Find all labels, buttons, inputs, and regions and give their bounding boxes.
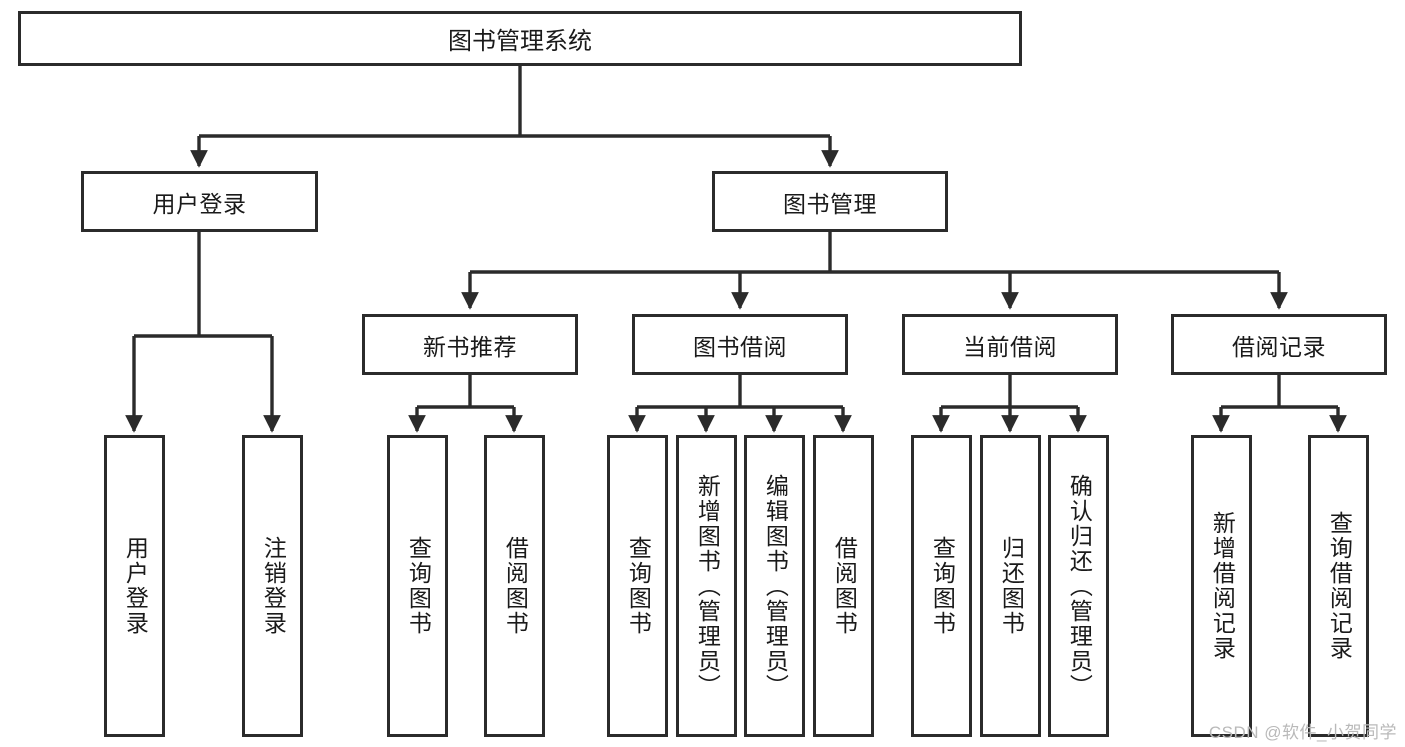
node-label: 借阅图书: [831, 536, 858, 636]
leaf-user-login[interactable]: 用户登录: [104, 435, 165, 737]
node-label: 当前借阅: [963, 333, 1057, 360]
node-user-login[interactable]: 用户登录: [81, 171, 318, 232]
leaf-query-borrow-record[interactable]: 查询借阅记录: [1308, 435, 1369, 737]
node-label: 归还图书: [998, 536, 1025, 636]
leaf-borrow-book[interactable]: 借阅图书: [813, 435, 874, 737]
node-label: 编辑图书（管理员）: [762, 473, 789, 699]
node-book-management[interactable]: 图书管理: [712, 171, 948, 232]
node-borrow-record[interactable]: 借阅记录: [1171, 314, 1387, 375]
leaf-add-book-admin[interactable]: 新增图书（管理员）: [676, 435, 737, 737]
node-label: 借阅图书: [502, 536, 529, 636]
node-label: 查询图书: [405, 536, 432, 636]
node-label: 借阅记录: [1232, 333, 1326, 360]
node-label: 查询借阅记录: [1326, 511, 1353, 661]
node-label: 新书推荐: [423, 333, 517, 360]
node-new-book-recommend[interactable]: 新书推荐: [362, 314, 578, 375]
csdn-watermark: CSDN @软件_小贺同学: [1208, 723, 1397, 742]
node-current-borrow[interactable]: 当前借阅: [902, 314, 1118, 375]
leaf-confirm-return-admin[interactable]: 确认归还（管理员）: [1048, 435, 1109, 737]
node-label: 新增图书（管理员）: [694, 473, 721, 699]
node-label: 确认归还（管理员）: [1066, 473, 1093, 699]
node-label: 查询图书: [625, 536, 652, 636]
node-label: 新增借阅记录: [1209, 511, 1236, 661]
node-label: 图书管理: [783, 190, 877, 217]
node-book-borrow[interactable]: 图书借阅: [632, 314, 848, 375]
node-label: 查询图书: [929, 536, 956, 636]
node-label: 注销登录: [260, 536, 287, 636]
node-label: 图书借阅: [693, 333, 787, 360]
leaf-query-book-current[interactable]: 查询图书: [911, 435, 972, 737]
leaf-add-borrow-record[interactable]: 新增借阅记录: [1191, 435, 1252, 737]
leaf-return-book[interactable]: 归还图书: [980, 435, 1041, 737]
node-root-system[interactable]: 图书管理系统: [18, 11, 1022, 66]
node-label: 图书管理系统: [448, 28, 592, 55]
node-label: 用户登录: [152, 190, 247, 217]
leaf-borrow-book-recommend[interactable]: 借阅图书: [484, 435, 545, 737]
leaf-query-book-borrow[interactable]: 查询图书: [607, 435, 668, 737]
node-label: 用户登录: [122, 536, 149, 636]
leaf-logout[interactable]: 注销登录: [242, 435, 303, 737]
leaf-edit-book-admin[interactable]: 编辑图书（管理员）: [744, 435, 805, 737]
leaf-query-book-recommend[interactable]: 查询图书: [387, 435, 448, 737]
